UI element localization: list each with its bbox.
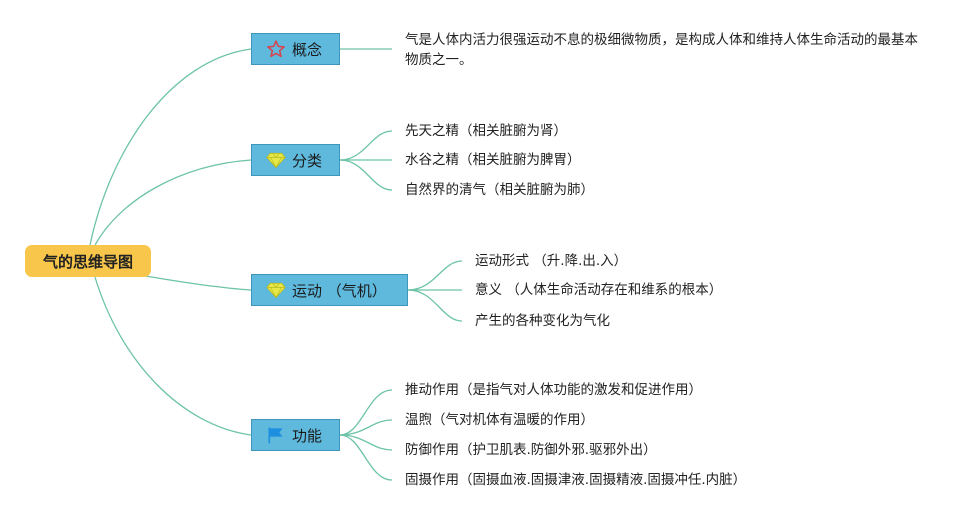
- root-topic[interactable]: 气的思维导图: [25, 245, 151, 277]
- branch-motion-label: 运动 （气机）: [292, 281, 387, 300]
- branch-classification-label: 分类: [292, 151, 323, 170]
- connector-root-concept: [89, 48, 252, 246]
- branch-concept-label: 概念: [292, 40, 323, 59]
- diamond-icon: [266, 280, 286, 300]
- connector-func-leaf-2: [339, 419, 393, 436]
- star-icon: [266, 39, 286, 59]
- connector-motion-leaf-1: [407, 260, 463, 291]
- diamond-icon: [266, 150, 286, 170]
- motion-leaf-2: 意义 （人体生命活动存在和维系的根本）: [475, 282, 723, 298]
- motion-leaf-1: 运动形式 （升.降.出.入）: [475, 253, 628, 269]
- motion-leaf-3: 产生的各种变化为气化: [475, 313, 610, 329]
- func-leaf-3: 防御作用（护卫肌表.防御外邪.驱邪外出）: [405, 442, 657, 458]
- connector-root-motion: [139, 274, 252, 291]
- connector-root-classification: [94, 159, 252, 246]
- concept-leaf: 气是人体内活力很强运动不息的极细微物质，是构成人体和维持人体生命活动的最基本物质…: [405, 32, 918, 68]
- root-topic-label: 气的思维导图: [42, 252, 133, 271]
- branch-classification[interactable]: 分类: [251, 144, 340, 176]
- connector-class-leaf-3: [339, 159, 393, 191]
- func-leaf-2: 温煦（气对机体有温暖的作用）: [405, 412, 594, 428]
- connector-class-leaf-1: [339, 130, 393, 161]
- class-leaf-3: 自然界的清气（相关脏腑为肺）: [405, 182, 594, 198]
- class-leaf-2: 水谷之精（相关脏腑为脾胃）: [405, 152, 581, 168]
- connector-func-leaf-1: [339, 389, 393, 436]
- class-leaf-1: 先天之精（相关脏腑为肾）: [405, 123, 567, 139]
- connector-root-function: [94, 276, 252, 436]
- flag-icon: [266, 425, 286, 445]
- func-leaf-4: 固摄作用（固摄血液.固摄津液.固摄精液.固摄冲任.内脏）: [405, 472, 747, 488]
- func-leaf-1: 推动作用（是指气对人体功能的激发和促进作用）: [405, 382, 702, 398]
- connector-func-leaf-4: [339, 434, 393, 481]
- branch-motion[interactable]: 运动 （气机）: [251, 274, 408, 306]
- branch-function-label: 功能: [292, 426, 323, 445]
- branch-function[interactable]: 功能: [251, 419, 340, 451]
- connector-motion-leaf-3: [407, 289, 463, 322]
- branch-concept[interactable]: 概念: [251, 33, 340, 65]
